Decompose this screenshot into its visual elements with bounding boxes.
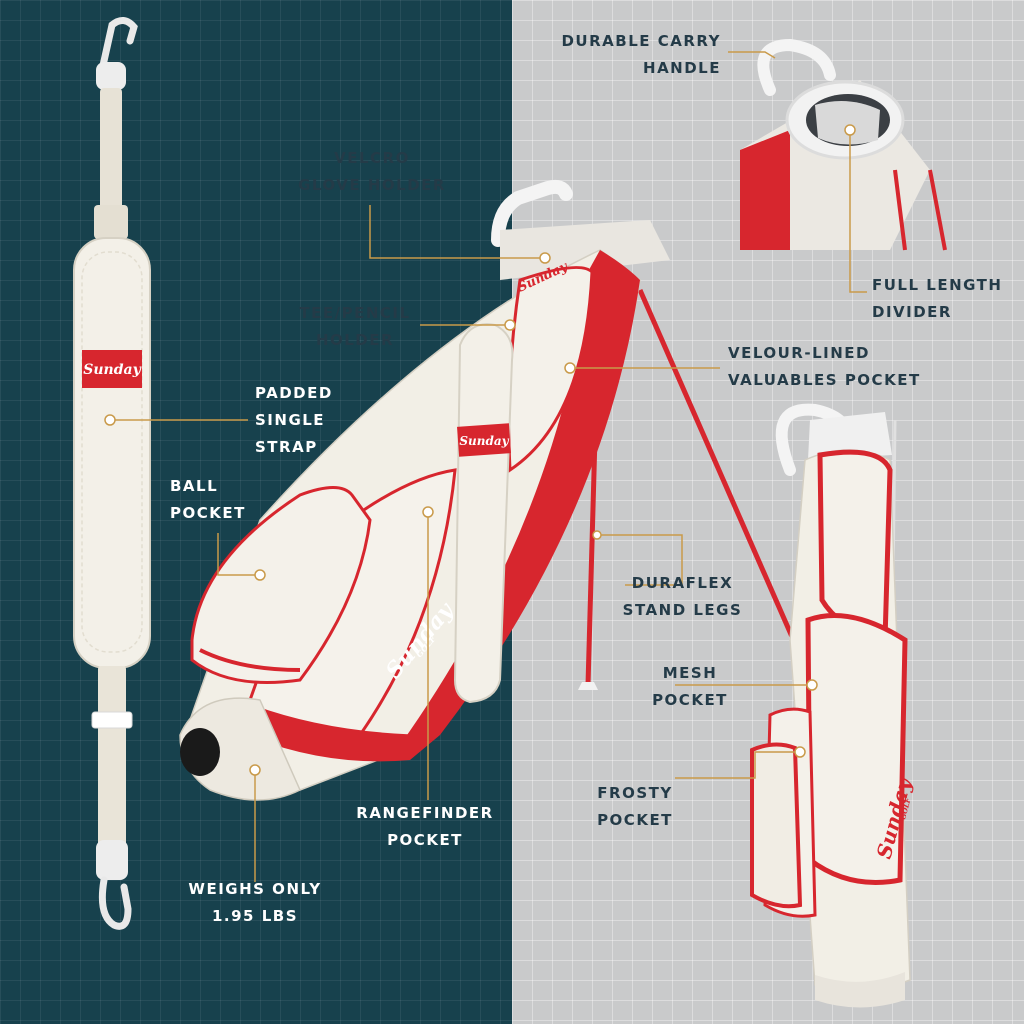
callout-leader-lines bbox=[113, 51, 867, 882]
callout-carry-handle: DURABLE CARRY HANDLE bbox=[561, 32, 721, 77]
callout-tee-holder: TEE/PENCIL HOLDER bbox=[299, 304, 411, 349]
callout-rangefinder-pocket: RANGEFINDER POCKET bbox=[356, 804, 494, 849]
callout-frosty-pocket: FROSTY POCKET bbox=[597, 784, 673, 829]
callout-mesh-pocket: MESH POCKET bbox=[652, 664, 728, 709]
callout-dots bbox=[104, 124, 856, 776]
callout-ball-pocket: BALL POCKET bbox=[170, 477, 246, 522]
callout-full-length-divider: FULL LENGTH DIVIDER bbox=[872, 276, 1003, 321]
bag-strap-brand-logo: Sunday bbox=[459, 434, 509, 448]
shoulder-strap-image: Sunday bbox=[73, 17, 151, 930]
callout-valuables-pocket: VELOUR-LINED VALUABLES POCKET bbox=[728, 344, 921, 389]
side-view-bag-image: Sunday GOLF bbox=[750, 403, 916, 1008]
callout-stand-legs: DURAFLEX STAND LEGS bbox=[622, 574, 743, 619]
callout-weight: WEIGHS ONLY 1.95 LBS bbox=[188, 880, 322, 925]
bag-top-detail-image bbox=[740, 38, 947, 251]
callout-glove-holder: VELCRO GLOVE HOLDER bbox=[298, 149, 446, 194]
callout-padded-strap: PADDED SINGLE STRAP bbox=[255, 384, 333, 456]
main-bag-image: Sunday Sunday GOLF Sunday bbox=[179, 179, 803, 801]
strap-brand-logo: Sunday bbox=[83, 362, 141, 378]
